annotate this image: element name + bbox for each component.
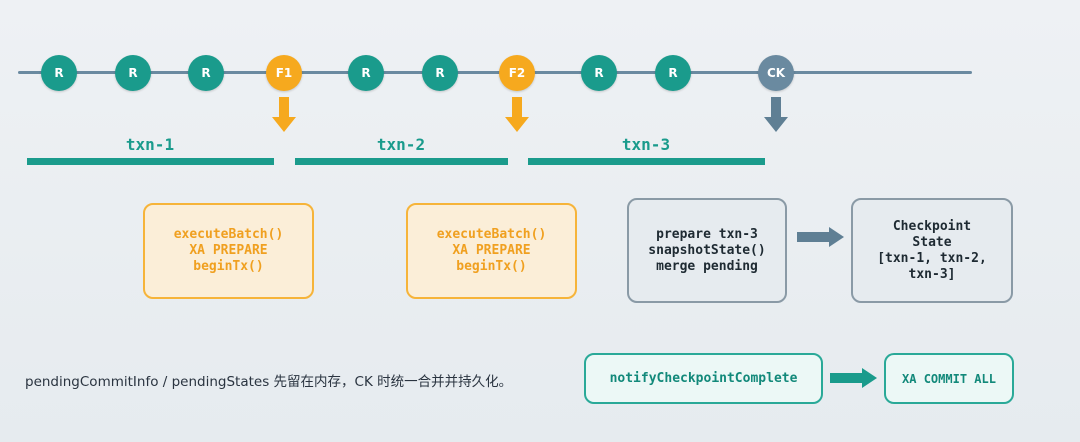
node-label: F1 bbox=[275, 66, 293, 80]
checkpoint-node-ck: CK bbox=[758, 55, 794, 91]
notify-checkpoint-complete-box: notifyCheckpointComplete bbox=[584, 353, 823, 404]
record-node: R bbox=[41, 55, 77, 91]
flush-node-f2: F2 bbox=[499, 55, 535, 91]
txn-label: txn-2 bbox=[376, 135, 426, 154]
node-label: R bbox=[54, 66, 64, 80]
node-label: CK bbox=[766, 66, 786, 80]
arrow-down-icon bbox=[764, 97, 788, 132]
node-label: R bbox=[361, 66, 371, 80]
box-line: XA PREPARE bbox=[452, 243, 531, 258]
txn-bar bbox=[27, 158, 274, 165]
txn-label: txn-3 bbox=[621, 135, 671, 154]
xa-commit-all-box: XA COMMIT ALL bbox=[884, 353, 1014, 404]
box-line: merge pending bbox=[656, 258, 758, 274]
arrow-right-icon bbox=[830, 368, 877, 388]
record-node: R bbox=[115, 55, 151, 91]
box-line: beginTx() bbox=[193, 259, 264, 274]
checkpoint-state-box: Checkpoint State [txn-1, txn-2, txn-3] bbox=[851, 198, 1013, 303]
node-label: R bbox=[128, 66, 138, 80]
box-line: Checkpoint bbox=[892, 218, 972, 234]
flush-node-f1: F1 bbox=[266, 55, 302, 91]
box-line: executeBatch() bbox=[436, 227, 547, 242]
box-line: executeBatch() bbox=[173, 227, 284, 242]
box-line: State bbox=[912, 234, 952, 250]
node-label: R bbox=[668, 66, 678, 80]
record-node: R bbox=[188, 55, 224, 91]
txn-bar bbox=[295, 158, 508, 165]
box-line: beginTx() bbox=[456, 259, 527, 274]
txn-bar bbox=[528, 158, 765, 165]
flush1-action-box: executeBatch() XA PREPARE beginTx() bbox=[143, 203, 314, 299]
pending-note: pendingCommitInfo / pendingStates 先留在内存，… bbox=[25, 374, 513, 390]
box-line: prepare txn-3 bbox=[656, 226, 758, 242]
arrow-right-icon bbox=[797, 227, 844, 247]
flush2-action-box: executeBatch() XA PREPARE beginTx() bbox=[406, 203, 577, 299]
record-node: R bbox=[581, 55, 617, 91]
node-label: F2 bbox=[508, 66, 526, 80]
box-line: txn-3] bbox=[908, 266, 956, 282]
prepare-snapshot-box: prepare txn-3 snapshotState() merge pend… bbox=[627, 198, 787, 303]
txn-label: txn-1 bbox=[125, 135, 175, 154]
arrow-down-icon bbox=[505, 97, 529, 132]
node-label: R bbox=[201, 66, 211, 80]
arrow-down-icon bbox=[272, 97, 296, 132]
node-label: R bbox=[594, 66, 604, 80]
box-line: [txn-1, txn-2, bbox=[877, 250, 987, 266]
box-line: snapshotState() bbox=[648, 242, 766, 258]
box-line: notifyCheckpointComplete bbox=[609, 370, 798, 386]
record-node: R bbox=[348, 55, 384, 91]
box-line: XA COMMIT ALL bbox=[902, 371, 996, 386]
record-node: R bbox=[655, 55, 691, 91]
node-label: R bbox=[435, 66, 445, 80]
record-node: R bbox=[422, 55, 458, 91]
timeline-axis bbox=[18, 71, 972, 74]
box-line: XA PREPARE bbox=[189, 243, 268, 258]
